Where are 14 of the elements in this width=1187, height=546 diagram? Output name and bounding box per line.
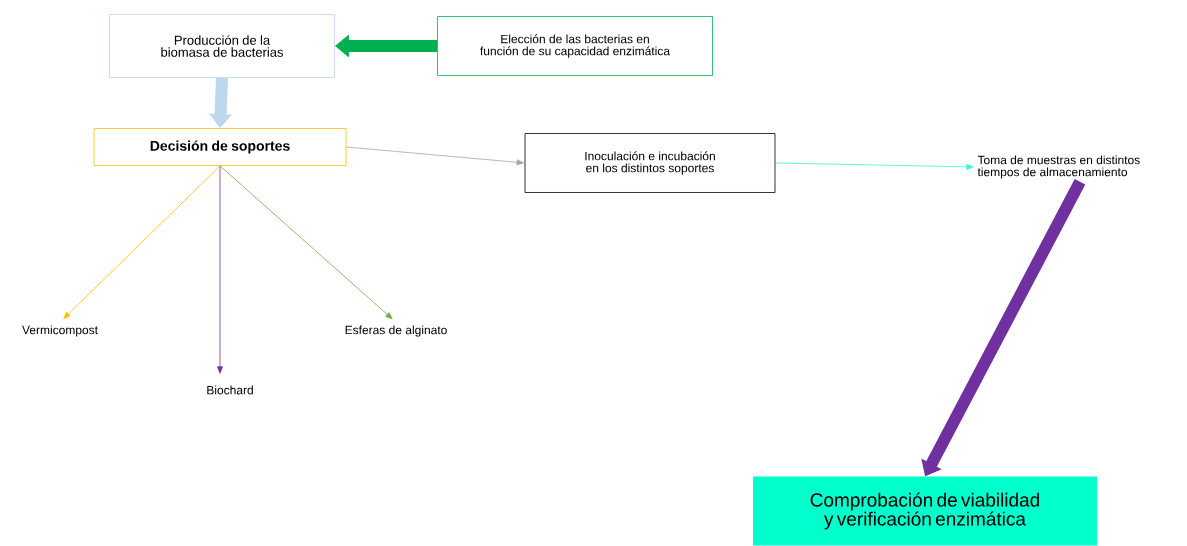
arrow — [63, 165, 221, 319]
step-text: Toma de muestras en distintos tiempos de almacenamiento — [977, 155, 1140, 179]
support-label: Vermicompost — [22, 325, 98, 337]
result-box: Comprobación de viabilidad y verificación enzimática — [753, 476, 1097, 546]
process-box: Inoculación e incubación en los distintos soportes — [524, 133, 776, 193]
process-box: Elección de las bacterias en función de su capacidad enzimática — [437, 16, 713, 76]
arrow — [775, 162, 974, 170]
arrow — [346, 146, 524, 166]
process-box: Decisión de soportes — [93, 128, 347, 166]
arrow — [219, 165, 393, 320]
support-label: Biochard — [207, 385, 253, 395]
arrow — [217, 165, 223, 374]
support-label: Esferas de alginato — [345, 325, 447, 337]
process-box: Producción de la biomasa de bacterias — [109, 14, 335, 78]
